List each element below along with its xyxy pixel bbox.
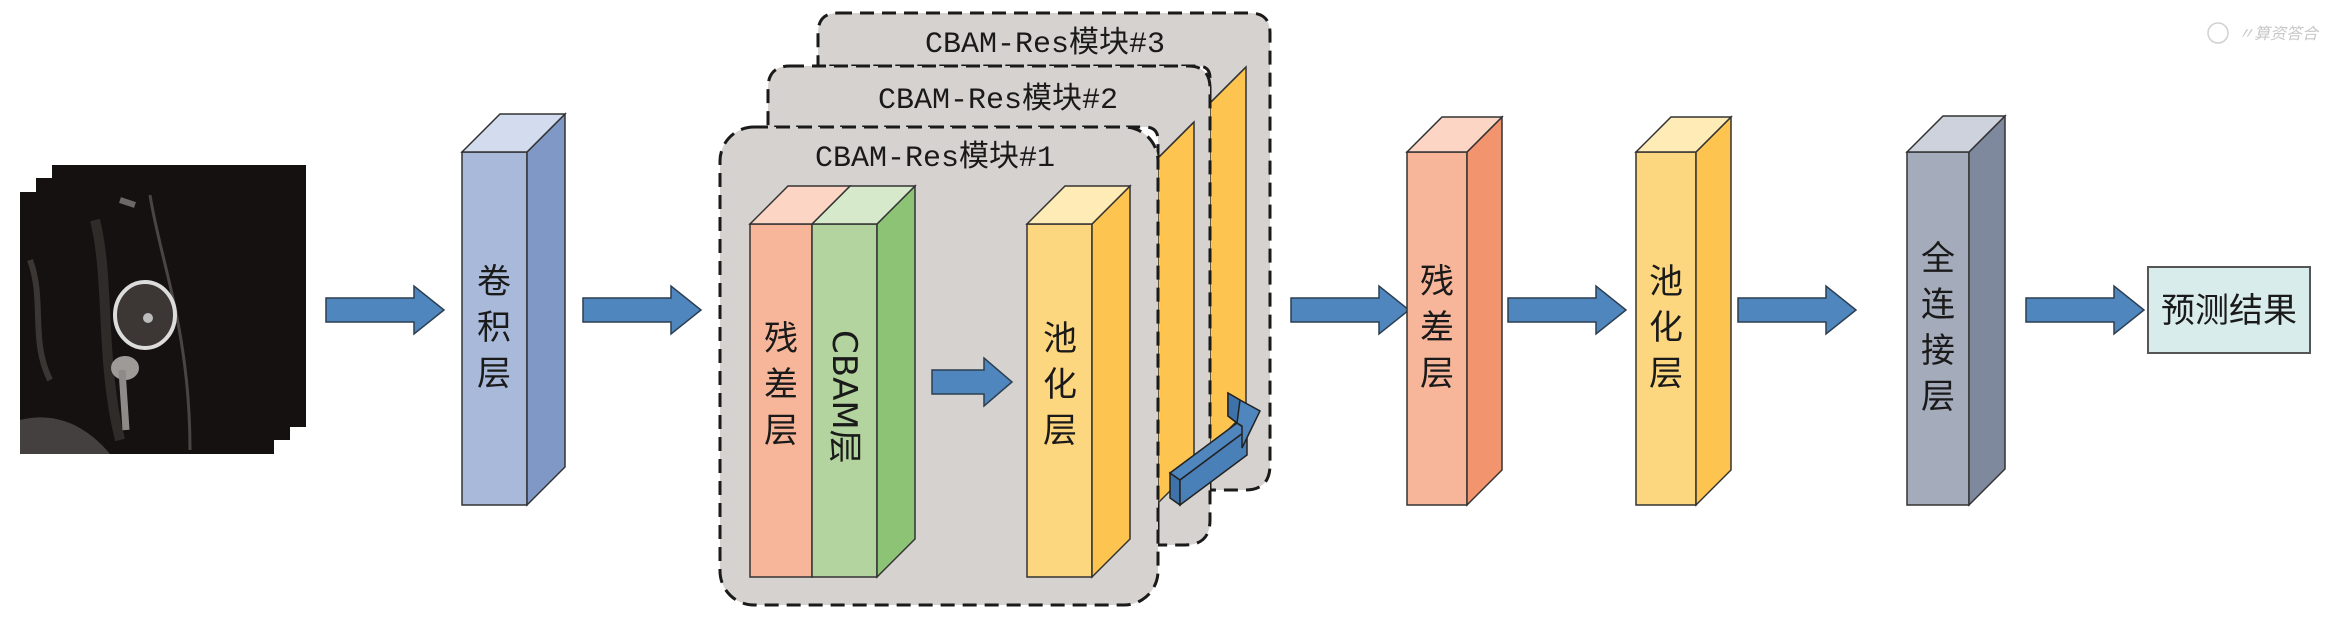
block-side-face [1968, 114, 2006, 507]
fc-layer-label: 全连接层 [1921, 239, 1955, 417]
module-1-cbam-block [810, 184, 917, 579]
svg-text:〃算资答合: 〃算资答合 [2238, 24, 2320, 43]
prediction-result-label: 预测结果 [2161, 291, 2297, 331]
input-image-stack [20, 165, 306, 454]
watermark-logo: 〃算资答合 [2207, 22, 2320, 44]
block-side-face [876, 184, 916, 579]
arrow-fc-to-output [2025, 284, 2146, 336]
arrow-cbam-to-pool [931, 356, 1014, 408]
arrow-shape [2025, 284, 2146, 336]
conv-layer-label: 卷积层 [477, 262, 511, 394]
block-front-face [1406, 151, 1468, 506]
module-1-pool-block [1025, 184, 1132, 579]
arrow-shape [582, 284, 703, 336]
block-front-face [811, 223, 878, 578]
block-top-face [1405, 116, 1504, 153]
arrow-shape [1737, 284, 1858, 336]
block-front-face [1635, 151, 1697, 506]
arrow-modules-exit-3d [1168, 391, 1261, 507]
block-side-face [1466, 115, 1503, 507]
prediction-result-box: 预测结果 [2147, 266, 2311, 354]
block-side-face [1157, 120, 1195, 505]
input-slice-1 [20, 192, 274, 454]
block-top-face [1025, 185, 1132, 225]
block-side-face [526, 112, 566, 507]
module-2-pool-block [1157, 120, 1195, 505]
arrow-shape [1507, 284, 1628, 336]
arrow-residual-to-pool [1507, 284, 1628, 336]
arrow-modules-to-residual [1290, 284, 1411, 336]
block-top-face [1209, 66, 1247, 104]
module-3-pool-block [1209, 65, 1247, 450]
block-top-face [460, 113, 567, 153]
block-side-face [1091, 184, 1131, 579]
module-3-title: CBAM-Res模块#3 [925, 26, 1165, 62]
pool-layer-label: 池化层 [1649, 262, 1683, 394]
arrow-shape [1290, 284, 1411, 336]
conv-layer-block [460, 112, 567, 507]
arrow-shape [931, 356, 1014, 408]
arrow-input-to-conv [325, 284, 446, 336]
arrow-shape [325, 284, 446, 336]
module-1-pool-label: 池化层 [1043, 319, 1077, 451]
cbam-res-module-2: CBAM-Res模块#2 [766, 64, 1212, 547]
arrow-conv-to-modules [582, 284, 703, 336]
module-2-title: CBAM-Res模块#2 [878, 82, 1118, 118]
block-front-face [1906, 151, 1970, 506]
block-side-face [1209, 65, 1247, 450]
module-1-title: CBAM-Res模块#1 [815, 140, 1055, 176]
pool-layer-block [1634, 115, 1733, 507]
module-1-cbam-label: CBAM层 [824, 330, 864, 464]
fc-layer-block [1905, 114, 2007, 507]
module-1-residual-label: 残差层 [764, 319, 798, 451]
module-1-residual-top [748, 185, 852, 225]
block-top-face [1905, 115, 2007, 153]
residual-layer-label: 残差层 [1420, 262, 1454, 394]
residual-layer-block [1405, 115, 1504, 507]
block-top-face [1157, 121, 1195, 159]
block-front-face [1026, 223, 1093, 578]
block-side-face [1695, 115, 1732, 507]
cbam-res-module-1: CBAM-Res模块#1 残差层 CBAM层 池化层 [718, 125, 1160, 607]
arrow-pool-to-fc [1737, 284, 1858, 336]
block-top-face [1634, 116, 1733, 153]
